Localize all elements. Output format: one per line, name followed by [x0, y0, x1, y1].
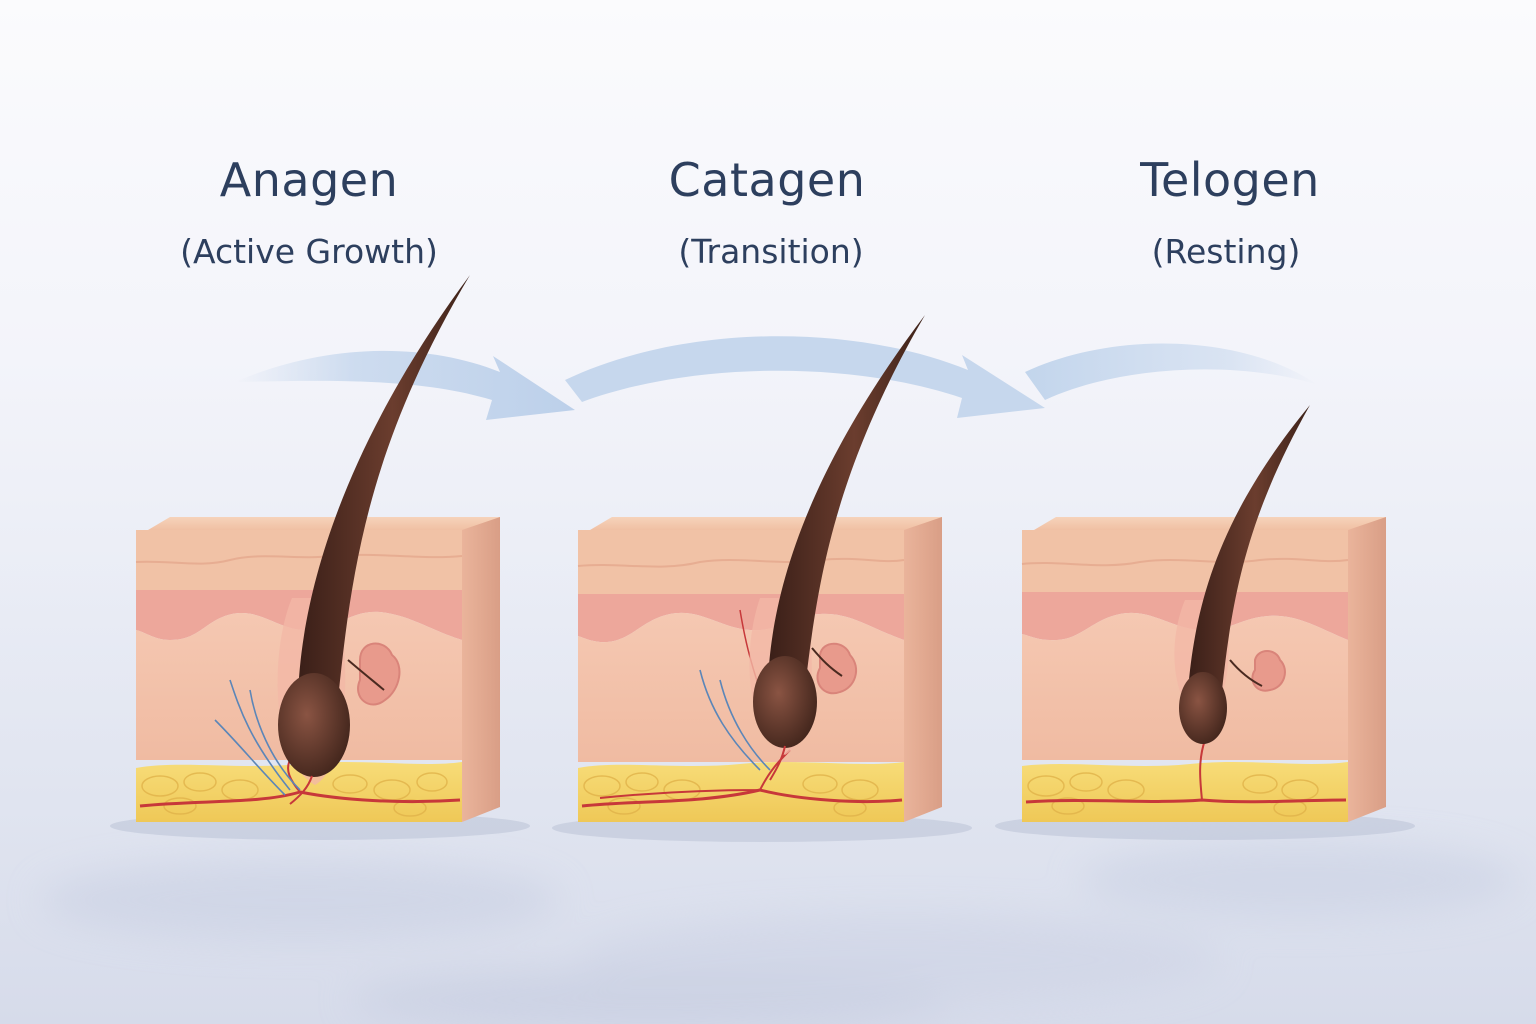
stage-title-anagen: Anagen [219, 153, 399, 207]
telogen-hair-shaft [1188, 405, 1310, 690]
telogen-hair-bulb [1179, 672, 1227, 744]
arrow-anagen-to-catagen [235, 350, 575, 420]
stage-title-telogen: Telogen [1140, 153, 1320, 207]
anagen-skin-block [110, 275, 530, 840]
arrow-telogen-to-anagen [1025, 343, 1318, 400]
cycle-arrows [235, 336, 1318, 420]
stage-title-catagen: Catagen [668, 153, 866, 207]
anagen-hair-bulb [278, 673, 350, 777]
anagen-hair-shaft [298, 275, 470, 700]
arrow-catagen-to-telogen [565, 336, 1045, 418]
catagen-hair-shaft [768, 315, 925, 680]
stage-subtitle-catagen: (Transition) [678, 232, 864, 271]
stage-subtitle-anagen: (Active Growth) [180, 232, 438, 271]
stage-subtitle-telogen: (Resting) [1151, 232, 1301, 271]
floor-marble [40, 842, 1520, 1024]
catagen-hair-bulb [753, 656, 817, 748]
telogen-skin-block [995, 405, 1415, 840]
catagen-skin-block [552, 315, 972, 842]
